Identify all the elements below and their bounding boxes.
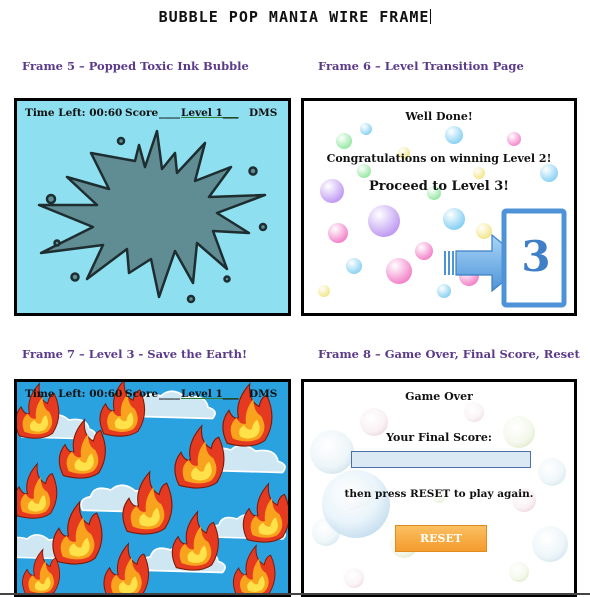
frame-8-game-over: Game Over Your Final Score: then press R… <box>301 379 577 597</box>
score-blank: ____ <box>159 388 180 400</box>
ink-splat-icon <box>37 129 268 304</box>
score-label: Score <box>125 388 159 400</box>
player-initials: DMS <box>249 107 278 119</box>
next-level-number: 3 <box>521 232 551 281</box>
level-indicator: Level 1___ <box>181 107 239 119</box>
level-indicator: Level 1___ <box>181 388 239 400</box>
frame-7-label: Frame 7 – Level 3 - Save the Earth! <box>22 347 248 361</box>
frame-6-level-transition: Well Done! Congratulations on winning Le… <box>301 98 577 316</box>
final-score-label: Your Final Score: <box>386 431 492 444</box>
game-over-title: Game Over <box>405 390 473 403</box>
time-left-text: Time Left: 00:60 <box>25 107 123 119</box>
time-left-text: Time Left: 00:60 <box>25 388 123 400</box>
final-score-field <box>351 451 531 468</box>
player-initials: DMS <box>249 388 278 400</box>
frame-7-level-3: Time Left: 00:60 Score ____ Level 1___ D… <box>14 379 291 597</box>
frame-5-label: Frame 5 – Popped Toxic Ink Bubble <box>22 59 249 73</box>
score-blank: ____ <box>159 107 180 119</box>
bubbles-background <box>318 123 567 308</box>
faded-bubbles-background <box>310 402 568 588</box>
congrats-text: Congratulations on winning Level 2! <box>326 152 552 165</box>
reset-button[interactable]: RESET <box>395 525 487 552</box>
page-title: BUBBLE POP MANIA WIRE FRAME <box>158 8 432 26</box>
well-done-text: Well Done! <box>405 110 473 123</box>
proceed-text: Proceed to Level 3! <box>368 179 510 194</box>
frame-6-label: Frame 6 – Level Transition Page <box>318 59 524 73</box>
score-label: Score <box>125 107 159 119</box>
reset-instruction-text: then press RESET to play again. <box>344 488 534 500</box>
frame-8-label: Frame 8 – Game Over, Final Score, Reset <box>318 347 580 361</box>
page-bottom-rule <box>0 593 590 595</box>
frame-5-ink-splat: Time Left: 00:60 Score ____ Level 1___ D… <box>14 98 291 316</box>
text-cursor <box>430 9 432 24</box>
fire-sky-background <box>17 382 288 594</box>
